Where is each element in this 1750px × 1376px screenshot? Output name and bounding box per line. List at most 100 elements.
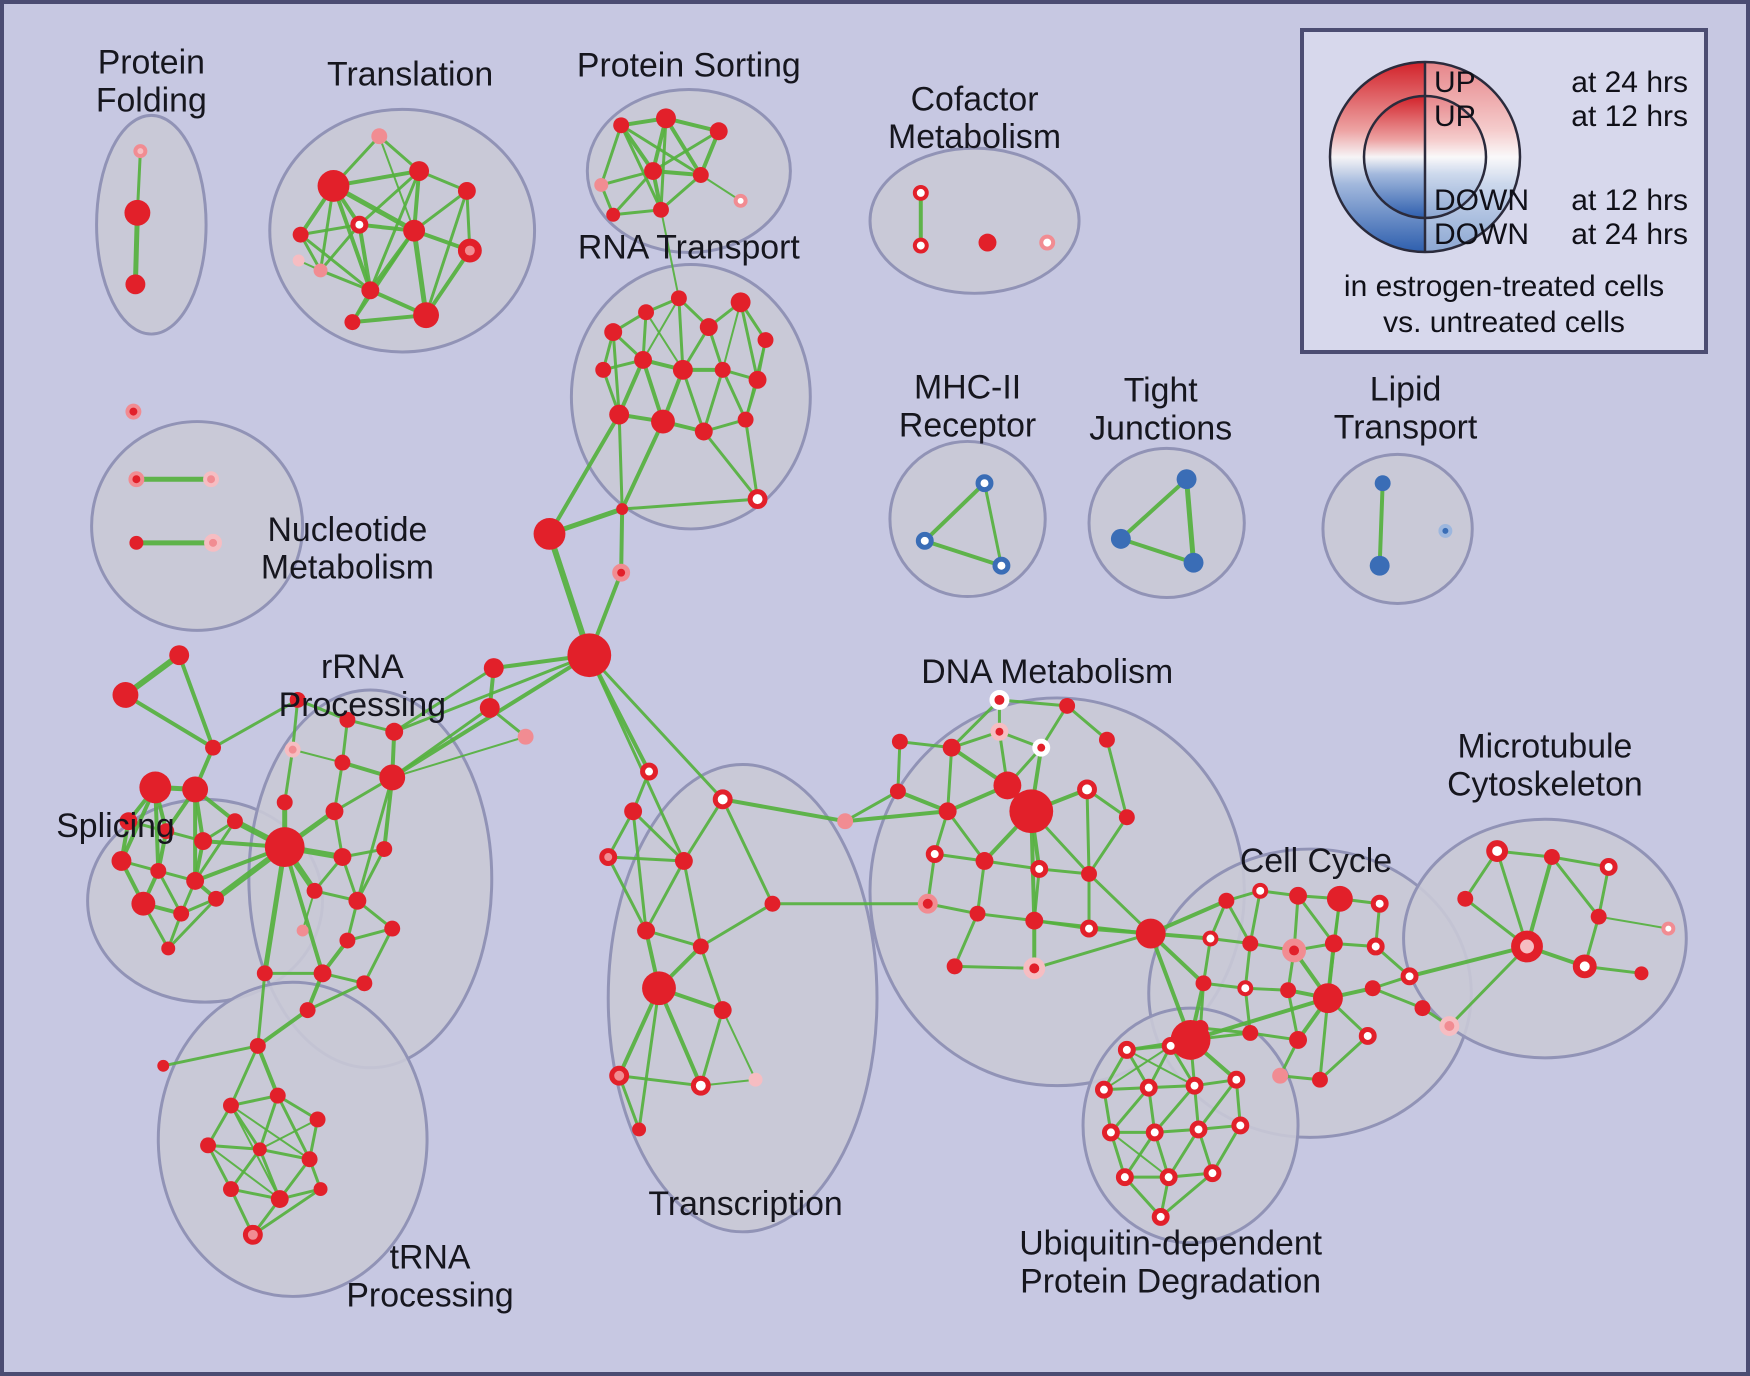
cluster-ellipse-microtubule-cytoskeleton <box>1402 817 1688 1060</box>
network-node-ps5 <box>644 162 662 180</box>
network-edge-rt8-rt12 <box>617 357 646 417</box>
network-node-rr6 <box>379 764 406 791</box>
cluster-label-cofactor-metabolism-line-1: Metabolism <box>888 118 1061 156</box>
network-edge-dm18-dm19 <box>976 912 1036 923</box>
cluster-label-cofactor-metabolism-line-0: Cofactor <box>911 80 1039 118</box>
legend-box: UP at 24 hrs UP at 12 hrs DOWN at 12 hrs… <box>1300 28 1708 354</box>
network-edge-tn5-tn8 <box>206 1143 233 1191</box>
network-edge-fn12-dm8 <box>843 789 900 823</box>
network-node-tc1 <box>624 802 643 821</box>
cluster-label-transcription-line-0: Transcription <box>648 1185 842 1223</box>
network-edge-tn6-tn8 <box>229 1147 262 1191</box>
cluster-label-lipid-transport-line-1: Transport <box>1334 408 1478 446</box>
network-node-rt4 <box>699 318 718 337</box>
cluster-label-rrna-processing-line-0: rRNA <box>321 648 404 686</box>
network-edge-lt1-lt2 <box>1377 481 1385 568</box>
network-node-fn1 <box>747 489 768 510</box>
network-edge-sp6-sp9 <box>193 819 237 883</box>
network-node-rr12 <box>348 891 367 910</box>
network-node-tc2 <box>712 789 733 810</box>
network-node-sp6 <box>226 813 243 830</box>
network-edge-tc5-tc7 <box>699 902 774 948</box>
network-edge-tn2-tn7 <box>229 1104 311 1161</box>
network-node-cc1 <box>1218 892 1235 909</box>
legend-caption-line-2: vs. untreated cells <box>1383 306 1625 339</box>
network-node-mt4 <box>1457 890 1474 907</box>
network-edge-dm2-dm5 <box>950 698 1001 750</box>
cluster-label-lipid-transport-line-0: Lipid <box>1370 371 1441 409</box>
network-edge-rt5-rt10 <box>721 301 742 371</box>
network-node-mh3 <box>992 556 1011 575</box>
network-node-tj1 <box>1176 469 1197 490</box>
network-node-rt7 <box>595 361 612 378</box>
network-node-fn4 <box>612 563 631 582</box>
network-node-dm9 <box>938 802 957 821</box>
network-edge-ub4-ub7 <box>1109 1086 1151 1134</box>
network-node-cc6 <box>1202 930 1219 947</box>
network-edge-tc4-tc7 <box>682 859 703 948</box>
network-node-mt1 <box>1486 840 1509 862</box>
network-edge-rt13-fn2 <box>620 419 665 512</box>
network-node-cm4 <box>1039 234 1056 251</box>
network-node-tc6 <box>637 921 656 940</box>
network-edge-rr15-rr17 <box>362 927 394 985</box>
network-node-tr12 <box>344 314 361 331</box>
network-node-tn11 <box>242 1224 263 1245</box>
network-edge-tc3-tc4 <box>606 855 686 863</box>
network-node-rr3 <box>385 722 404 741</box>
network-node-tc12 <box>748 1072 763 1087</box>
network-node-cc0 <box>1135 918 1166 949</box>
cluster-ellipse-cofactor-metabolism <box>868 146 1081 295</box>
network-edge-rt1-rt12 <box>611 330 621 417</box>
network-edge-dm20-cc0 <box>1032 932 1153 970</box>
network-edge-tn0-tn1 <box>161 1044 260 1068</box>
network-node-rt13 <box>651 409 675 434</box>
network-edge-fn2-fn4 <box>619 507 625 575</box>
network-node-st3 <box>205 739 222 756</box>
network-node-rr4 <box>284 741 301 758</box>
network-edge-tn5-tn9 <box>207 1144 281 1201</box>
network-node-cm3 <box>978 233 997 252</box>
network-node-tc5 <box>764 895 781 912</box>
network-node-dm8 <box>889 783 906 800</box>
cluster-label-splicing-line-0: Splicing <box>56 807 174 845</box>
network-node-tn7 <box>301 1151 318 1168</box>
cluster-label-cell-cycle-line-0: Cell Cycle <box>1240 842 1392 880</box>
network-edge-tc8-tc13 <box>637 986 661 1131</box>
network-node-tn0 <box>249 1037 266 1054</box>
network-edge-cc19-cc21 <box>1318 1034 1370 1082</box>
network-edge-fn3-rt12 <box>547 412 622 536</box>
network-edge-tn2-tn3 <box>229 1094 280 1108</box>
network-edge-rt2-rt9 <box>645 311 684 371</box>
network-node-pf1 <box>133 144 148 159</box>
network-edge-mh2-mh3 <box>922 538 1004 568</box>
cluster-label-rna-transport-line-0: RNA Transport <box>578 229 800 267</box>
network-node-dm19 <box>1025 911 1044 930</box>
network-node-cc22 <box>1414 1000 1431 1017</box>
network-edge-fn9-rr6 <box>391 735 527 779</box>
network-edge-fn12-dm9 <box>843 809 950 824</box>
network-edge-ub13-ub14 <box>1159 1171 1214 1219</box>
network-edge-fn5-tc4 <box>587 653 686 863</box>
network-node-tc3 <box>599 848 618 866</box>
network-edge-dm5-dm6 <box>997 698 1069 708</box>
network-node-dm7 <box>1098 731 1115 748</box>
network-node-rr18 <box>256 965 273 982</box>
network-node-sp11 <box>173 905 190 922</box>
network-edge-rt14-fn1 <box>702 430 760 501</box>
network-node-ub10 <box>1231 1116 1250 1135</box>
cluster-ellipse-trna-processing <box>156 980 429 1298</box>
cluster-label-protein-folding-line-0: Protein <box>98 44 205 82</box>
network-edge-tr1-tr7 <box>378 135 416 232</box>
legend-right-half-fade <box>1425 62 1520 252</box>
network-edge-rr4-rr5 <box>291 748 344 764</box>
network-node-dm6 <box>1059 697 1076 714</box>
network-edge-tc3-tc6 <box>606 855 648 933</box>
legend-up-24-time: at 24 hrs <box>1571 66 1688 99</box>
network-node-nm1 <box>125 403 142 420</box>
network-node-sp3 <box>119 812 138 831</box>
network-edge-rrh-rr16 <box>282 845 325 976</box>
cluster-ellipse-transcription <box>606 763 879 1234</box>
network-node-fn2 <box>616 503 629 516</box>
network-node-rt11 <box>748 370 767 389</box>
